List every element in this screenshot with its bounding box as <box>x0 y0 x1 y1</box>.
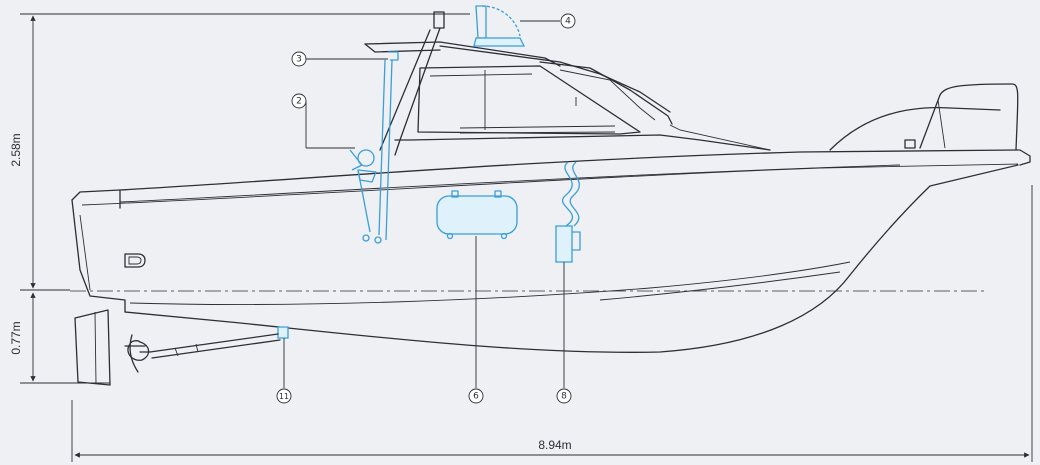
callout-2: 2 <box>291 93 307 109</box>
equipment-radar <box>473 5 526 47</box>
equipment-bilge <box>555 161 581 263</box>
callout-11-label: 11 <box>279 392 289 401</box>
callout-8-label: 8 <box>561 392 567 402</box>
callout-3: 3 <box>291 51 307 67</box>
equipment-mast <box>357 51 399 244</box>
callout-6-label: 6 <box>473 392 479 402</box>
running-gear <box>74 309 281 386</box>
equipment-helm <box>349 149 377 183</box>
callout-8: 8 <box>556 388 572 404</box>
draft-label: 0.77m <box>9 321 23 354</box>
hull <box>71 149 1031 353</box>
callout-4: 4 <box>560 13 576 29</box>
height-label: 2.58m <box>9 133 23 166</box>
callout-6: 6 <box>468 388 484 404</box>
leader-lines <box>283 20 565 388</box>
length-label: 8.94m <box>538 438 571 452</box>
callout-11: 11 <box>276 388 292 404</box>
bow-rail <box>829 83 1019 151</box>
equipment-strut <box>277 326 289 339</box>
equipment-fuel-tank <box>436 190 518 240</box>
callout-3-label: 3 <box>296 55 302 65</box>
callout-4-label: 4 <box>565 17 571 27</box>
callout-2-label: 2 <box>296 97 302 107</box>
cabin <box>364 11 771 156</box>
dimension-length <box>71 185 1033 462</box>
dimension-height <box>20 13 470 289</box>
dimension-draft <box>20 289 110 384</box>
